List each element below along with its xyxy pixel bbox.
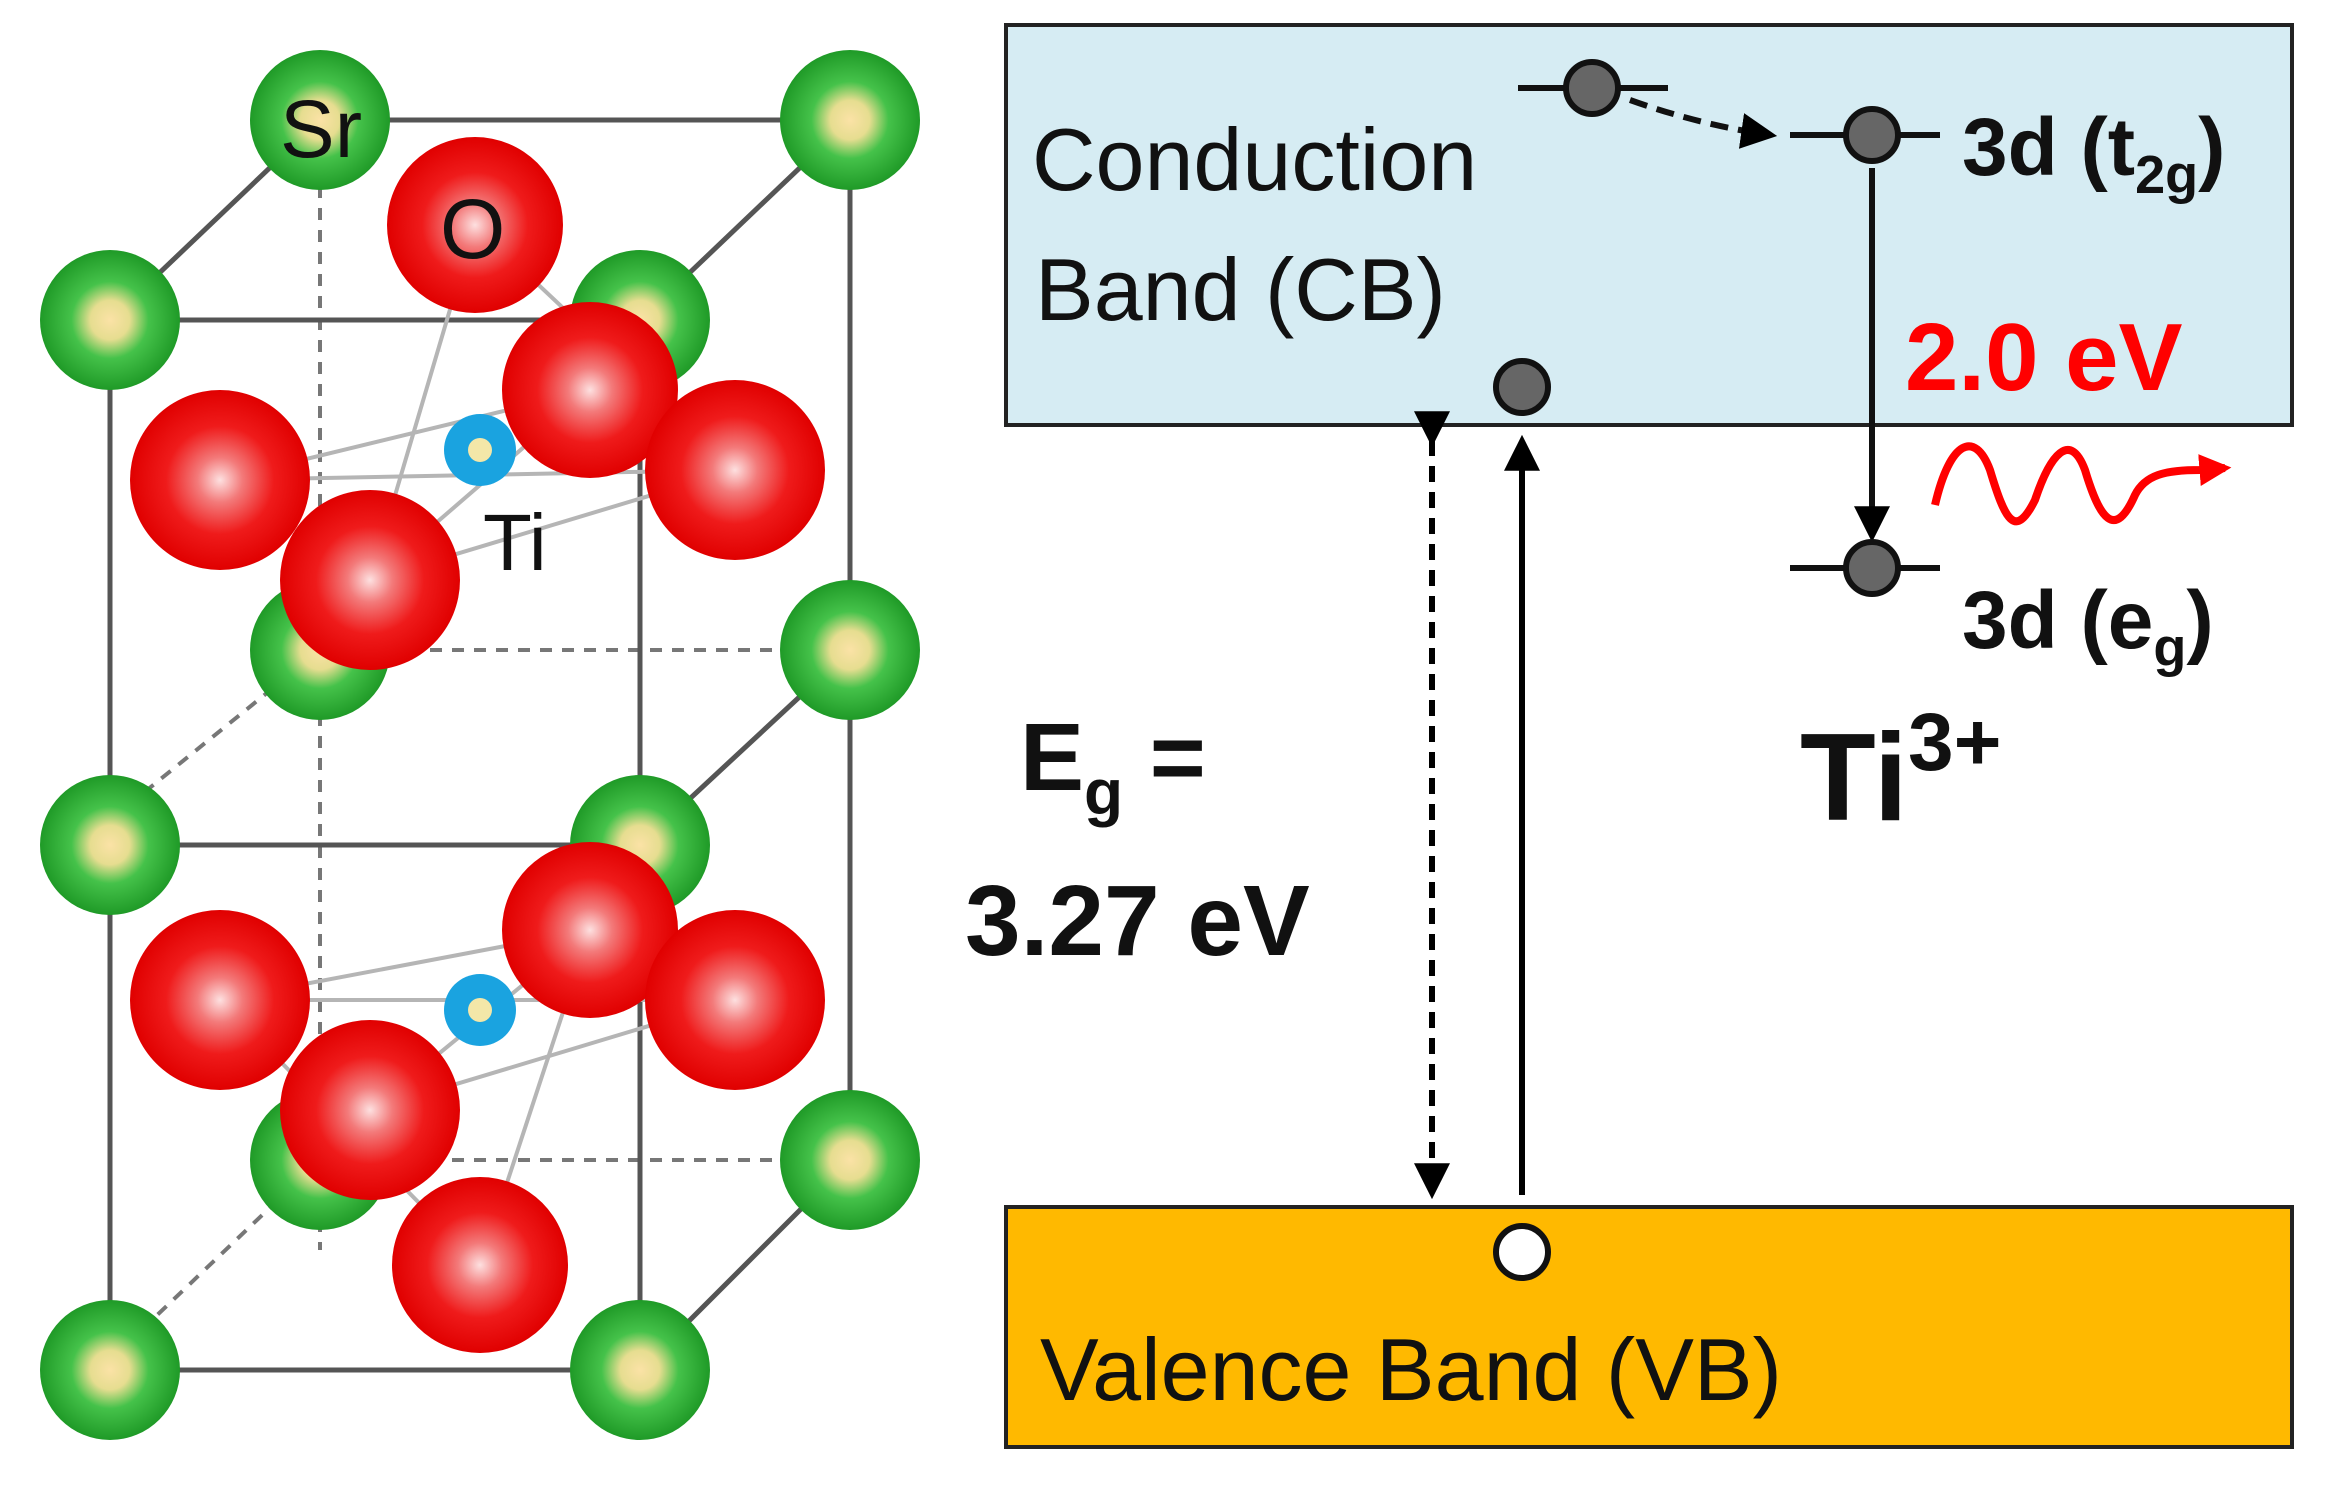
o-atom bbox=[280, 490, 460, 670]
emission-energy: 2.0 eV bbox=[1905, 304, 2183, 411]
sr-atom bbox=[780, 580, 920, 720]
o-atom bbox=[387, 137, 563, 313]
relaxation-arrow bbox=[1628, 97, 1778, 149]
sr-atom bbox=[40, 1300, 180, 1440]
eg-label: 3d (eg) bbox=[1962, 575, 2214, 678]
o-atom bbox=[645, 380, 825, 560]
o-atom bbox=[392, 1177, 568, 1353]
sr-atom bbox=[780, 50, 920, 190]
cb-electron bbox=[1563, 59, 1621, 117]
o-atom bbox=[502, 842, 678, 1018]
sr-atom bbox=[780, 1090, 920, 1230]
o-atom bbox=[280, 1020, 460, 1200]
valence-band bbox=[1004, 1205, 2294, 1449]
hole bbox=[1493, 1223, 1551, 1281]
sr-label: Sr bbox=[280, 84, 362, 175]
t2g-label: 3d (t2g) bbox=[1962, 102, 2225, 205]
conduction-band-label-line2: Band (CB) bbox=[1035, 240, 1446, 339]
sr-atom bbox=[40, 250, 180, 390]
emission-wave-icon bbox=[1931, 442, 2232, 526]
o-atom bbox=[502, 302, 678, 478]
band-diagram: Conduction Band (CB) Valence Band (VB) 3… bbox=[965, 23, 2294, 1449]
o-atom bbox=[130, 390, 310, 570]
ti-atom-center bbox=[468, 998, 492, 1022]
ti3-label: Ti3+ bbox=[1800, 697, 2001, 847]
o-label: O bbox=[440, 182, 505, 276]
ti-atom-center bbox=[468, 438, 492, 462]
sr-atom bbox=[570, 1300, 710, 1440]
t2g-electron bbox=[1843, 106, 1901, 164]
valence-band-label: Valence Band (VB) bbox=[1040, 1320, 1782, 1419]
ti-atoms bbox=[444, 414, 516, 1046]
sr-atom bbox=[250, 50, 390, 190]
sr-atom bbox=[40, 775, 180, 915]
electron bbox=[1493, 358, 1551, 416]
conduction-band bbox=[1004, 23, 2294, 427]
crystal-structure: Sr O Ti bbox=[40, 50, 920, 1440]
band-gap-label: Eg = bbox=[1020, 704, 1206, 828]
o-atom bbox=[645, 910, 825, 1090]
conduction-band-label-line1: Conduction bbox=[1032, 110, 1477, 209]
band-gap-value: 3.27 eV bbox=[965, 865, 1310, 977]
o-atom bbox=[130, 910, 310, 1090]
eg-electron bbox=[1843, 539, 1901, 597]
o-atoms bbox=[130, 137, 825, 1353]
ti-label: Ti bbox=[483, 498, 547, 587]
